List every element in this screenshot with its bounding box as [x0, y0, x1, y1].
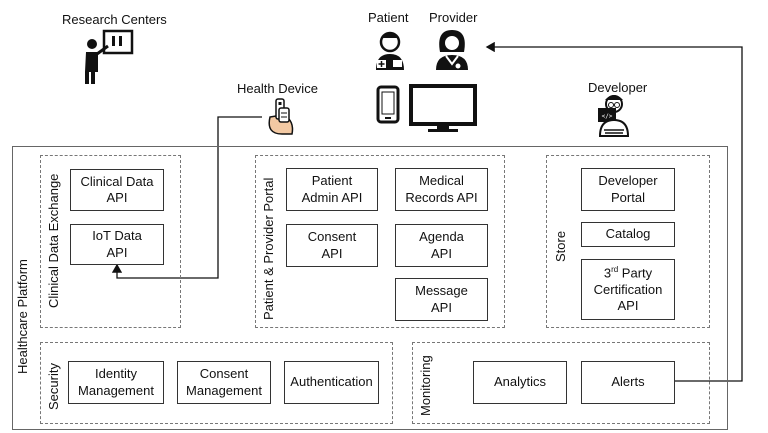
iot-data-api-line2: API: [106, 244, 128, 260]
alerts-to-provider-connector: [485, 41, 743, 382]
consent-management-line2: Management: [186, 382, 262, 398]
health-device-icon: [268, 98, 294, 135]
developer-portal-line2: Portal: [611, 189, 645, 205]
svg-text:</>: </>: [602, 113, 613, 120]
message-api-line1: Message: [415, 283, 468, 299]
provider-label: Provider: [429, 10, 478, 25]
patient-label: Patient: [368, 10, 409, 25]
third-party-line: 3rd Party: [594, 265, 663, 282]
catalog-box[interactable]: Catalog: [581, 222, 675, 247]
healthcare-platform: [12, 146, 728, 430]
patient-icon: [376, 31, 404, 70]
monitoring-group: [412, 342, 710, 424]
smartphone-icon: [376, 85, 400, 124]
analytics-box[interactable]: Analytics: [473, 361, 567, 404]
authentication-label: Authentication: [290, 374, 373, 390]
iot-data-api-line1: IoT Data: [92, 228, 142, 244]
healthcare-platform-label: Healthcare Platform: [15, 259, 30, 374]
clinical-data-api-line2: API: [106, 190, 128, 205]
clinical-data-exchange-label: Clinical Data Exchange: [46, 173, 61, 308]
store-group: [546, 155, 710, 328]
authentication-box[interactable]: Authentication: [284, 361, 379, 404]
medical-records-api-line1: Medical: [419, 173, 464, 189]
health-device-label: Health Device: [237, 81, 318, 96]
research-centers-label: Research Centers: [62, 12, 167, 27]
agenda-api-line1: Agenda: [419, 229, 464, 245]
developer-portal-line1: Developer: [598, 173, 658, 189]
identity-management-line1: Identity: [95, 366, 137, 382]
store-label: Store: [553, 230, 568, 262]
health-device-connector: [111, 116, 262, 279]
third-party-sup: rd: [611, 264, 619, 274]
alerts-label: Alerts: [611, 374, 645, 390]
analytics-label: Analytics: [493, 374, 547, 390]
third-party-certification-api-box[interactable]: 3rd Party Certification API: [581, 259, 675, 320]
patient-provider-portal-group: [255, 155, 505, 328]
provider-icon: [436, 30, 468, 70]
developer-icon: </>: [598, 95, 630, 137]
third-party-num: 3: [603, 265, 612, 281]
third-party-rest: Party: [618, 265, 653, 281]
research-centers-icon: [85, 29, 134, 84]
monitor-icon: [409, 84, 477, 132]
agenda-api-line2: API: [431, 245, 452, 261]
developer-label: Developer: [588, 80, 648, 95]
consent-management-line1: Consent: [199, 366, 249, 382]
security-group: [40, 342, 393, 424]
consent-api-line2: API: [321, 245, 343, 261]
consent-api-line1: Consent: [307, 229, 357, 245]
security-label: Security: [46, 363, 61, 410]
api-line: API: [617, 297, 639, 313]
medical-records-api-line2: Records API: [405, 189, 478, 205]
patient-admin-api-line1: Patient: [311, 173, 353, 189]
message-api-line2: API: [431, 299, 452, 315]
clinical-data-api-line1: Clinical Data: [80, 173, 154, 189]
catalog-label: Catalog: [605, 226, 651, 242]
patient-admin-api-line2: Admin API: [301, 189, 363, 205]
monitoring-label: Monitoring: [418, 355, 433, 416]
alerts-box[interactable]: Alerts: [581, 361, 675, 404]
clinical-data-exchange-group: [40, 155, 181, 328]
identity-management-line2: Management: [78, 382, 154, 398]
patient-provider-portal-label: Patient & Provider Portal: [261, 177, 276, 320]
certification-line: Certification: [593, 281, 663, 297]
